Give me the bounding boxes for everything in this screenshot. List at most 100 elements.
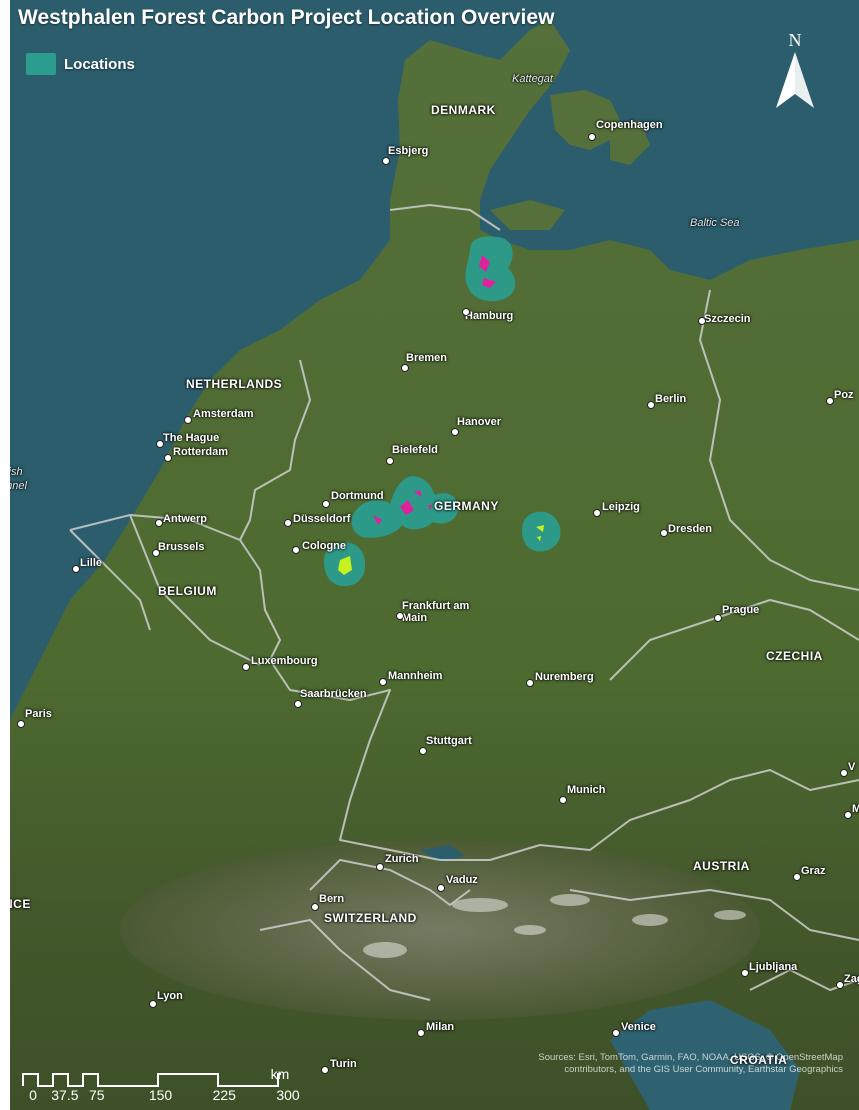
city-label-18: Cologne (302, 540, 346, 552)
legend-swatch (26, 53, 56, 75)
city-dot (588, 133, 596, 141)
site-westphalia[interactable] (351, 476, 459, 538)
city-label-36: Ljubljana (749, 961, 798, 973)
city-label-15: Düsseldorf (293, 513, 351, 525)
legend: Locations (26, 53, 135, 75)
city-dot (152, 549, 160, 557)
legend-label: Locations (64, 55, 135, 73)
city-dot (419, 747, 427, 755)
site-buffer (465, 236, 516, 302)
adriatic-sea (610, 1000, 800, 1110)
city-dot (647, 401, 655, 409)
city-label-5: Berlin (655, 393, 687, 405)
country-label-7: CROATIA (730, 1053, 788, 1067)
country-label-1: NETHERLANDS (186, 377, 283, 391)
map-title: Westphalen Forest Carbon Project Locatio… (18, 6, 555, 29)
city-dot (156, 440, 164, 448)
city-dot (660, 529, 668, 537)
city-label-23: Mannheim (388, 670, 443, 682)
north-arrow: N (776, 30, 814, 110)
scale-tick-label: 0 (29, 1087, 37, 1103)
basemap (10, 0, 859, 1110)
scale-tick-label: 75 (88, 1087, 105, 1103)
site-saxony-anhalt[interactable] (522, 511, 561, 552)
city-label-6: Poz (834, 389, 854, 401)
city-label-34: Bern (319, 893, 345, 905)
city-dot (451, 428, 459, 436)
city-dot (417, 1029, 425, 1037)
city-dot (292, 546, 300, 554)
city-label-32: Vaduz (446, 874, 478, 886)
scale-tick-label: 150 (148, 1087, 173, 1103)
city-dot (437, 884, 445, 892)
city-label-9: The Hague (163, 432, 220, 444)
city-dot (741, 969, 749, 977)
country-label-8: NCE (10, 897, 31, 911)
water-label-2: glish (10, 466, 23, 478)
city-label-14: Antwerp (163, 513, 207, 525)
city-label-1: Esbjerg (388, 145, 429, 157)
city-dot (155, 519, 163, 527)
city-label-12: Dortmund (331, 490, 384, 502)
city-dot (698, 317, 706, 325)
city-label-3: Szczecin (704, 313, 751, 325)
scale-tick-label: 225 (212, 1087, 236, 1103)
danish-islands (490, 90, 650, 230)
city-label-16: Dresden (668, 523, 713, 535)
city-dot (526, 679, 534, 687)
city-label-35: Lyon (157, 990, 183, 1002)
city-dot (612, 1029, 620, 1037)
site-buffer (522, 511, 561, 552)
site-polygon (482, 278, 496, 288)
city-dot (462, 308, 470, 316)
city-label-11: Bielefeld (392, 444, 438, 456)
city-label-25: Saarbrücken (300, 688, 367, 700)
city-label-33: Graz (801, 865, 826, 877)
site-polygon (428, 505, 432, 510)
city-label-37: Zag (844, 973, 859, 985)
city-label-28: V (848, 761, 856, 773)
site-polygon (414, 490, 422, 497)
city-dot (322, 500, 330, 508)
scale-tick-label: 300 (276, 1087, 300, 1103)
city-dot (164, 454, 172, 462)
north-letter: N (788, 30, 802, 50)
city-dot (836, 981, 844, 989)
site-cologne[interactable] (324, 542, 366, 587)
city-dot (386, 457, 394, 465)
alps-region (120, 840, 760, 1020)
country-label-3: BELGIUM (158, 584, 217, 598)
site-polygon (338, 556, 352, 575)
attribution: Sources: Esri, TomTom, Garmin, FAO, NOAA… (538, 1052, 843, 1075)
city-label-26: Paris (25, 708, 52, 720)
country-label-2: GERMANY (434, 499, 499, 513)
city-dot (311, 903, 319, 911)
site-polygon (479, 255, 490, 272)
north-arrow-icon (776, 52, 814, 108)
country-label-4: CZECHIA (766, 649, 823, 663)
site-polygon (536, 525, 544, 532)
city-dot (284, 519, 292, 527)
country-label-0: DENMARK (431, 103, 496, 117)
city-label-7: Amsterdam (193, 408, 254, 420)
city-dot (17, 720, 25, 728)
mainland (10, 20, 859, 1110)
city-label-13: Leipzig (602, 501, 640, 513)
city-label-10: Rotterdam (173, 446, 229, 458)
city-label-21: Frankfurt am Main (402, 600, 470, 624)
scale-bar-graphic (22, 1073, 281, 1087)
city-label-30: M (852, 803, 859, 815)
site-polygon (400, 500, 414, 515)
city-dot (559, 796, 567, 804)
scale-tick-label: 37.5 (51, 1087, 79, 1103)
site-schleswig-holstein[interactable] (465, 236, 516, 302)
city-dot (72, 565, 80, 573)
city-label-24: Nuremberg (535, 671, 594, 683)
city-label-4: Bremen (406, 352, 447, 364)
water-label-0: Kattegat (512, 73, 553, 85)
city-dot (840, 769, 848, 777)
water-label-3: annel (10, 480, 27, 492)
